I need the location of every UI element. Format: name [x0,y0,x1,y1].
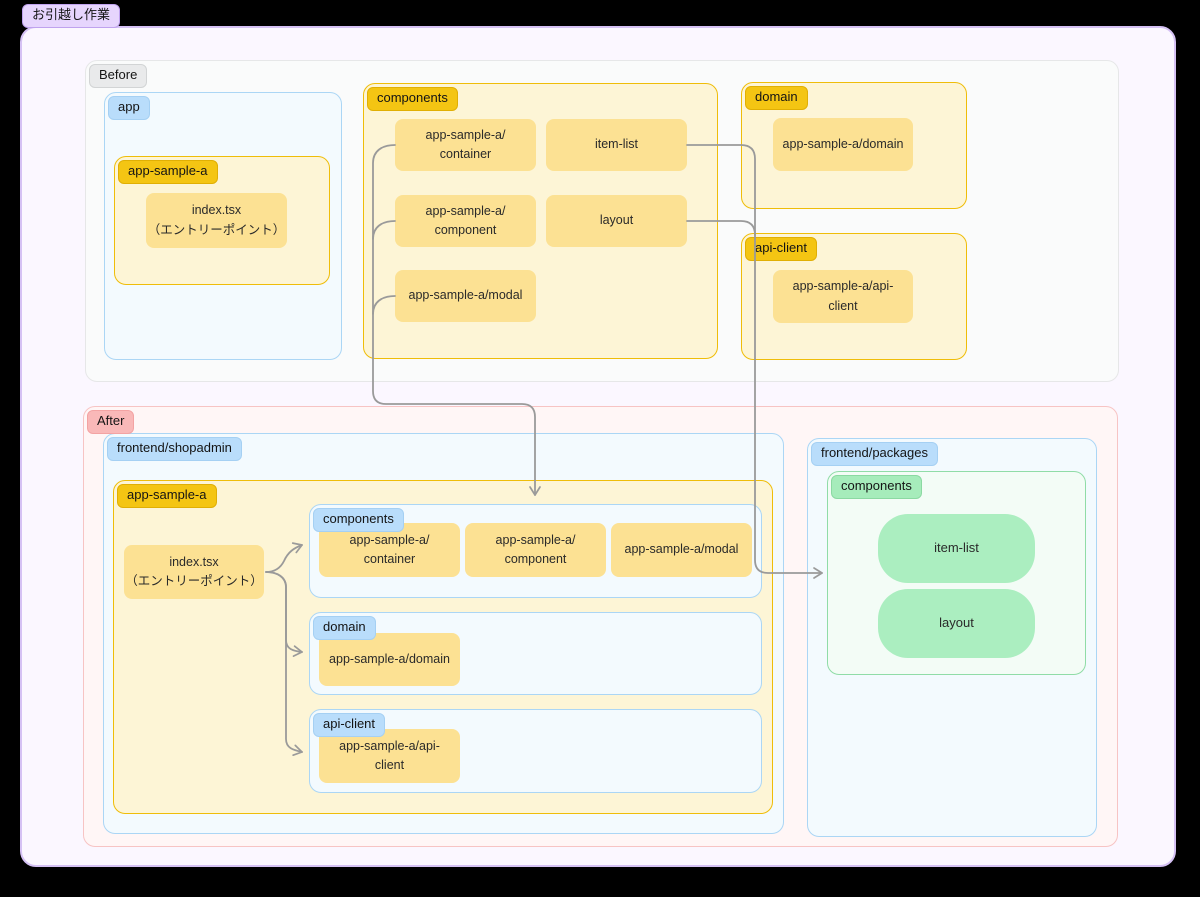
after-component-line1: app-sample-a/ [495,532,576,547]
before-api-client-label: api-client [745,237,818,261]
before-api-client-line1: app-sample-a/api- [792,279,894,294]
after-label: After [87,410,135,434]
after-api-client-line1: app-sample-a/api- [339,738,440,753]
before-layout-text: layout [599,213,634,228]
before-domain-text: app-sample-a/domain [782,136,904,151]
before-app-label: app [108,96,150,120]
before-modal-text: app-sample-a/modal [408,288,523,303]
before-item-list-node: item-list [546,119,687,171]
after-domain-label: domain [313,616,376,640]
after-component-line2: component [504,552,567,566]
packages-layout-node: layout [878,589,1035,658]
after-shopadmin-label: frontend/shopadmin [107,437,242,461]
before-item-list-text: item-list [594,137,639,152]
after-packages-label: frontend/packages [811,442,938,466]
after-domain-text: app-sample-a/domain [329,651,450,666]
packages-components-label: components [831,475,922,499]
before-container-line1: app-sample-a/ [425,127,506,142]
after-domain-node: app-sample-a/domain [319,633,460,686]
before-component-line1: app-sample-a/ [425,203,506,218]
after-api-client-label: api-client [313,713,386,737]
after-component-node: app-sample-a/ component [465,523,606,577]
packages-item-list-node: item-list [878,514,1035,583]
after-app-sample-a-label: app-sample-a [117,484,217,508]
packages-layout-text: layout [939,615,974,631]
before-api-client-line2: client [828,298,858,313]
after-container-node: app-sample-a/ container [319,523,460,577]
after-container-line1: app-sample-a/ [349,532,430,547]
before-components-label: components [367,87,458,111]
packages-item-list-text: item-list [934,540,979,556]
before-index-tsx-node: index.tsx （エントリーポイント） [146,193,287,248]
after-modal-node: app-sample-a/modal [611,523,752,577]
before-domain-label: domain [745,86,808,110]
before-index-tsx-line2: （エントリーポイント） [147,222,286,237]
after-container-line2: container [363,552,416,566]
before-app-sample-a-label: app-sample-a [118,160,218,184]
before-layout-node: layout [546,195,687,247]
after-api-client-line2: client [374,758,405,772]
after-components-label: components [313,508,404,532]
diagram-title: お引越し作業 [22,4,121,28]
after-index-tsx-line2: （エントリーポイント） [125,574,263,588]
before-container-line2: container [439,147,492,161]
before-component-line2: component [434,223,497,237]
after-index-tsx-node: index.tsx （エントリーポイント） [124,545,264,599]
before-api-client-node: app-sample-a/api- client [773,270,913,323]
after-index-tsx-line1: index.tsx [169,554,219,569]
before-index-tsx-line1: index.tsx [191,203,242,218]
before-modal-node: app-sample-a/modal [395,270,536,322]
before-container-node: app-sample-a/ container [395,119,536,171]
before-domain-node: app-sample-a/domain [773,118,913,171]
before-component-node: app-sample-a/ component [395,195,536,247]
after-modal-text: app-sample-a/modal [624,542,739,557]
before-label: Before [89,64,148,88]
after-api-client-node: app-sample-a/api- client [319,729,460,783]
